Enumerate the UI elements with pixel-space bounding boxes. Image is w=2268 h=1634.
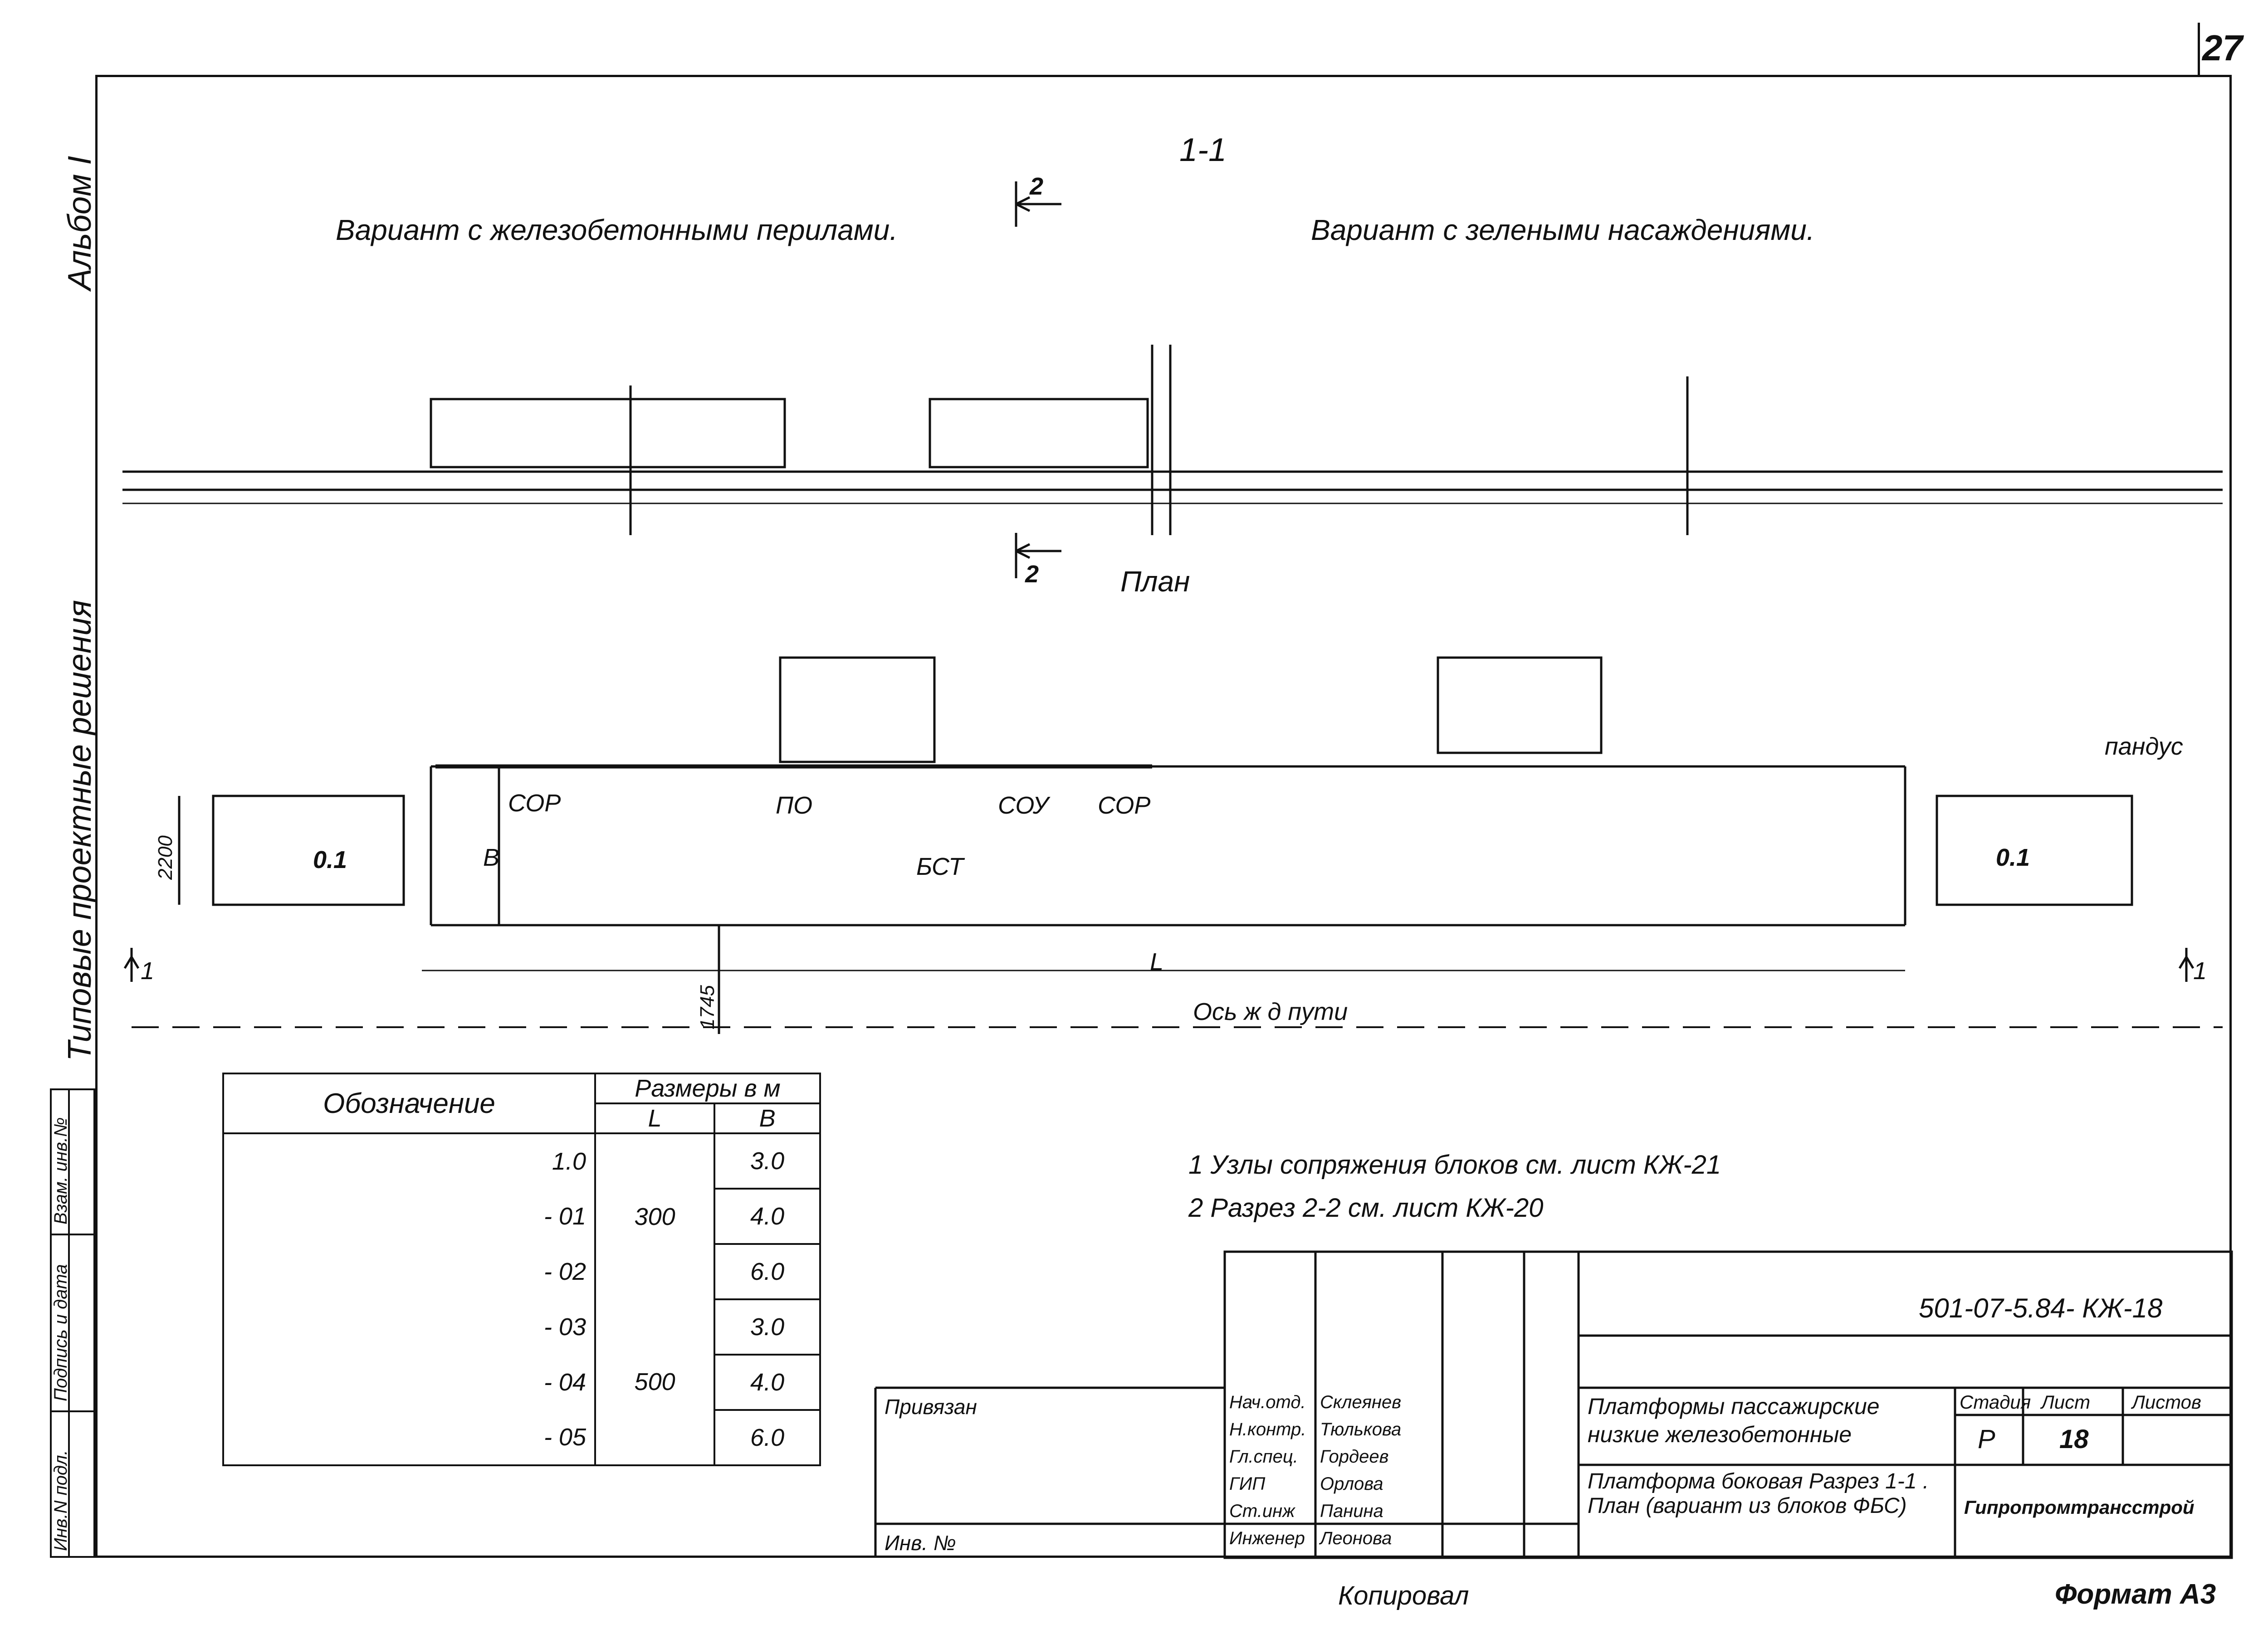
label-dim-1745: 1745 — [696, 985, 719, 1029]
hatched-opening-right — [1437, 656, 1603, 754]
stage-header: Стадия — [1960, 1391, 2031, 1413]
variant-right-heading: Вариант с зелеными насаждениями. — [1311, 214, 1815, 246]
role-3: ГИП — [1229, 1474, 1266, 1494]
table-b-value: 6.0 — [714, 1409, 821, 1466]
table-b-value: 4.0 — [714, 1188, 821, 1245]
label-dim-2200: 2200 — [154, 835, 176, 880]
table-b-value: 3.0 — [714, 1132, 821, 1190]
sheet-header: Лист — [2041, 1391, 2091, 1413]
title-sub: Платформа боковая Разрез 1-1 . План (вар… — [1588, 1469, 1929, 1518]
label-track-axis: Ось ж д пути — [1193, 998, 1348, 1025]
left-stamp-line — [50, 1234, 95, 1235]
stage-value: Р — [1978, 1424, 1995, 1454]
left-stamp-line — [50, 1410, 95, 1412]
name-2: Гордеев — [1320, 1447, 1389, 1467]
format-label: Формат А3 — [2055, 1579, 2216, 1610]
table-row: - 02 — [222, 1244, 596, 1299]
railing-1 — [430, 398, 786, 468]
table-b-value: 4.0 — [714, 1354, 821, 1411]
label-l: L — [1150, 948, 1164, 976]
table-row: - 05 — [222, 1410, 596, 1466]
title-main: Платформы пассажирские низкие железобето… — [1588, 1394, 1880, 1447]
label-pandus: пандус — [2105, 733, 2183, 760]
label-slope-left: 0.1 — [313, 846, 347, 873]
left-stamp-line — [68, 1088, 70, 1558]
cut-mark-left — [123, 948, 140, 982]
name-1: Тюлькова — [1320, 1419, 1402, 1439]
note-2: 2 Разрез 2-2 см. лист КЖ-20 — [1188, 1193, 1544, 1223]
table-row: - 03 — [222, 1299, 596, 1355]
role-1: Н.контр. — [1229, 1419, 1306, 1439]
label-cut-left: 1 — [141, 957, 155, 985]
doc-code: 501-07-5.84- КЖ-18 — [1919, 1293, 2163, 1323]
table-l-group1: 300 — [594, 1132, 716, 1299]
table-row: 1.0 — [222, 1132, 596, 1189]
plan-title: План — [1120, 565, 1190, 598]
ramp-left — [212, 795, 405, 906]
table-row: - 01 — [222, 1189, 596, 1244]
cut-mark-right — [2178, 948, 2195, 982]
label-cut-right: 1 — [2193, 957, 2207, 985]
header-l: L — [594, 1102, 716, 1134]
left-stamp-strip — [50, 1088, 95, 1558]
note-1: 1 Узлы сопряжения блоков см. лист КЖ-21 — [1188, 1150, 1721, 1180]
name-4: Панина — [1320, 1501, 1383, 1521]
label-po: ПО — [776, 792, 813, 819]
railing-2 — [929, 398, 1149, 468]
label-slope-right: 0.1 — [1996, 844, 2030, 871]
sheet-value: 18 — [2059, 1424, 2089, 1454]
hatched-opening-left — [779, 656, 936, 763]
role-2: Гл.спец. — [1229, 1447, 1298, 1467]
section-title: 1-1 — [1179, 132, 1227, 168]
header-sizes: Размеры в м — [594, 1073, 821, 1104]
section-mark-bottom: 2 — [1025, 561, 1039, 588]
variant-left-heading: Вариант с железобетонными перилами. — [336, 214, 898, 246]
dimensions-table: Обозначение Размеры в м L В 1.0 300 3.0 … — [222, 1073, 821, 1466]
label-sor-right: СОР — [1098, 792, 1151, 819]
table-b-value: 3.0 — [714, 1298, 821, 1356]
label-bst: БСТ — [916, 853, 964, 880]
role-4: Ст.инж — [1229, 1501, 1295, 1521]
table-row: - 04 — [222, 1355, 596, 1410]
table-b-value: 6.0 — [714, 1243, 821, 1300]
drawing-frame — [95, 75, 2232, 1558]
ramp-right — [1936, 795, 2133, 906]
table-l-group2: 500 — [594, 1299, 716, 1466]
label-sor-left: СОР — [508, 790, 561, 817]
sheets-header: Листов — [2132, 1391, 2201, 1413]
title-block-outline — [1223, 1250, 2233, 1559]
page-number-divider — [2198, 23, 2200, 75]
org-name: Гипропромтрансстрой — [1964, 1497, 2195, 1518]
label-sou: СОУ — [998, 792, 1049, 819]
name-5: Леонова — [1320, 1528, 1392, 1548]
name-0: Склеянев — [1320, 1392, 1402, 1412]
role-0: Нач.отд. — [1229, 1392, 1306, 1412]
header-b: В — [714, 1102, 821, 1134]
label-b: В — [483, 844, 500, 871]
name-3: Орлова — [1320, 1474, 1383, 1494]
header-designation: Обозначение — [222, 1073, 596, 1134]
section-mark-top: 2 — [1030, 173, 1044, 200]
page-number: 27 — [2202, 28, 2243, 68]
role-5: Инженер — [1229, 1528, 1305, 1548]
section-mark-bottom-arrow — [1015, 533, 1061, 578]
copied-label: Копировал — [1338, 1581, 1469, 1610]
privyazan-label: Привязан — [885, 1395, 977, 1419]
inv-no-label: Инв. № — [885, 1531, 956, 1555]
section-mark-top-arrow — [1015, 181, 1061, 227]
